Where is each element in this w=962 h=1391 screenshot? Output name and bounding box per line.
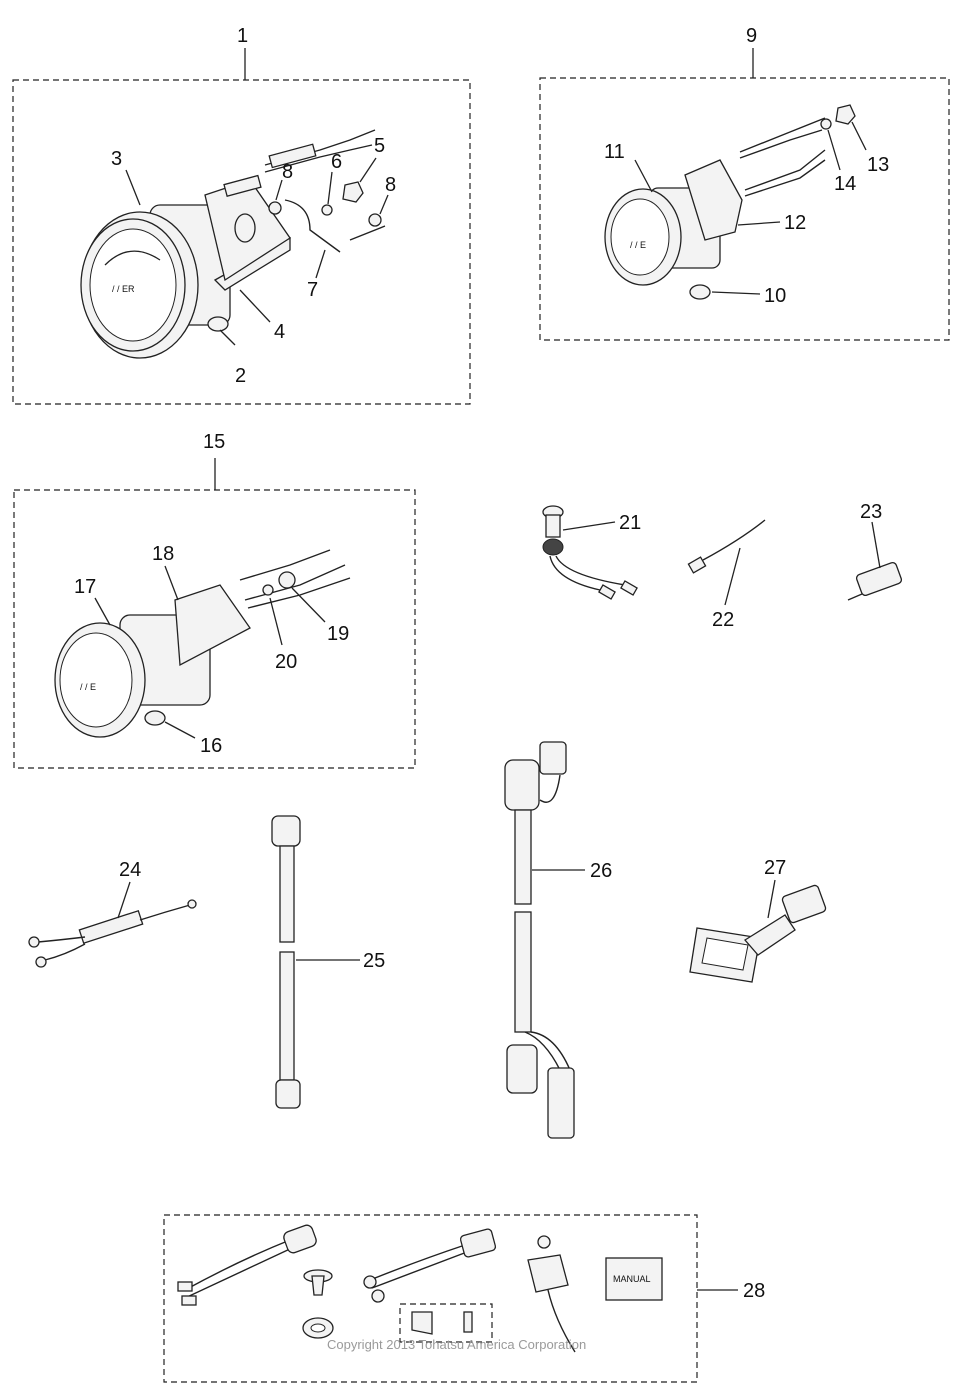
callout-4: 4 [274,321,285,343]
washer-part-20 [262,584,274,596]
callout-2: 2 [235,365,246,387]
callout-17: 17 [74,576,96,598]
harness-part-24 [28,881,197,968]
callout-8-lower: 8 [385,174,396,196]
callout-12: 12 [784,212,806,234]
callout-16: 16 [200,735,222,757]
group-28 [163,1214,738,1383]
switch-part-21 [542,505,638,600]
group-15: / / E [13,458,416,769]
callout-23: 23 [860,501,882,523]
callout-28: 28 [743,1280,765,1302]
manual-box [605,1257,663,1301]
callout-15: 15 [203,431,225,453]
callout-25: 25 [363,950,385,972]
group-9-box [539,77,950,341]
callout-27: 27 [764,857,786,879]
callout-20: 20 [275,651,297,673]
callout-18: 18 [152,543,174,565]
callout-10: 10 [764,285,786,307]
callout-8-upper: 8 [282,161,293,183]
svg-text:/ / E: / / E [80,682,96,692]
svg-text:/ / ER: / / ER [112,284,135,294]
wire-part-7 [284,199,341,253]
wire-part-22 [687,519,766,606]
callout-24: 24 [119,859,141,881]
callout-11: 11 [604,141,625,163]
watermark: Copyright 2013 Tohatsu America Corporati… [327,1337,586,1352]
callout-21: 21 [619,512,641,534]
nut-part-5 [342,181,364,203]
callout-26: 26 [590,860,612,882]
harness-part-26 [504,741,585,1139]
gauge-part-3: / / ER [80,204,231,359]
washer-part-6 [321,204,333,216]
plate-part-27 [689,879,827,983]
gauge-part-17: / / E [54,614,211,738]
group-9: / / E [539,48,950,341]
callout-1: 1 [237,25,248,47]
callout-5: 5 [374,135,385,157]
bulb-part-16 [144,710,166,726]
manual-label: MANUAL [613,1274,651,1284]
callout-22: 22 [712,609,734,631]
callout-3: 3 [111,148,122,170]
bracket-part-18 [174,584,251,667]
callout-9: 9 [746,25,757,47]
bulb-part-2 [207,316,229,332]
callout-7: 7 [307,279,318,301]
callout-13: 13 [867,154,889,176]
nut-part-13 [835,104,856,125]
group-1-box [12,79,471,405]
terminal-part-8-upper [268,201,282,215]
terminal-part-8-lower [368,213,382,227]
bulb-part-10 [689,284,711,300]
bracket-part-12 [684,159,743,241]
gauge-part-11: / / E [604,187,721,286]
nut-part-19 [278,571,296,589]
spacer-part-23 [847,521,903,601]
callout-6: 6 [331,151,342,173]
cable-part-25 [271,815,360,1109]
callout-14: 14 [834,173,856,195]
group-1: / / ER [12,48,471,405]
svg-text:/ / E: / / E [630,240,646,250]
washer-part-14 [820,118,832,130]
callout-19: 19 [327,623,349,645]
